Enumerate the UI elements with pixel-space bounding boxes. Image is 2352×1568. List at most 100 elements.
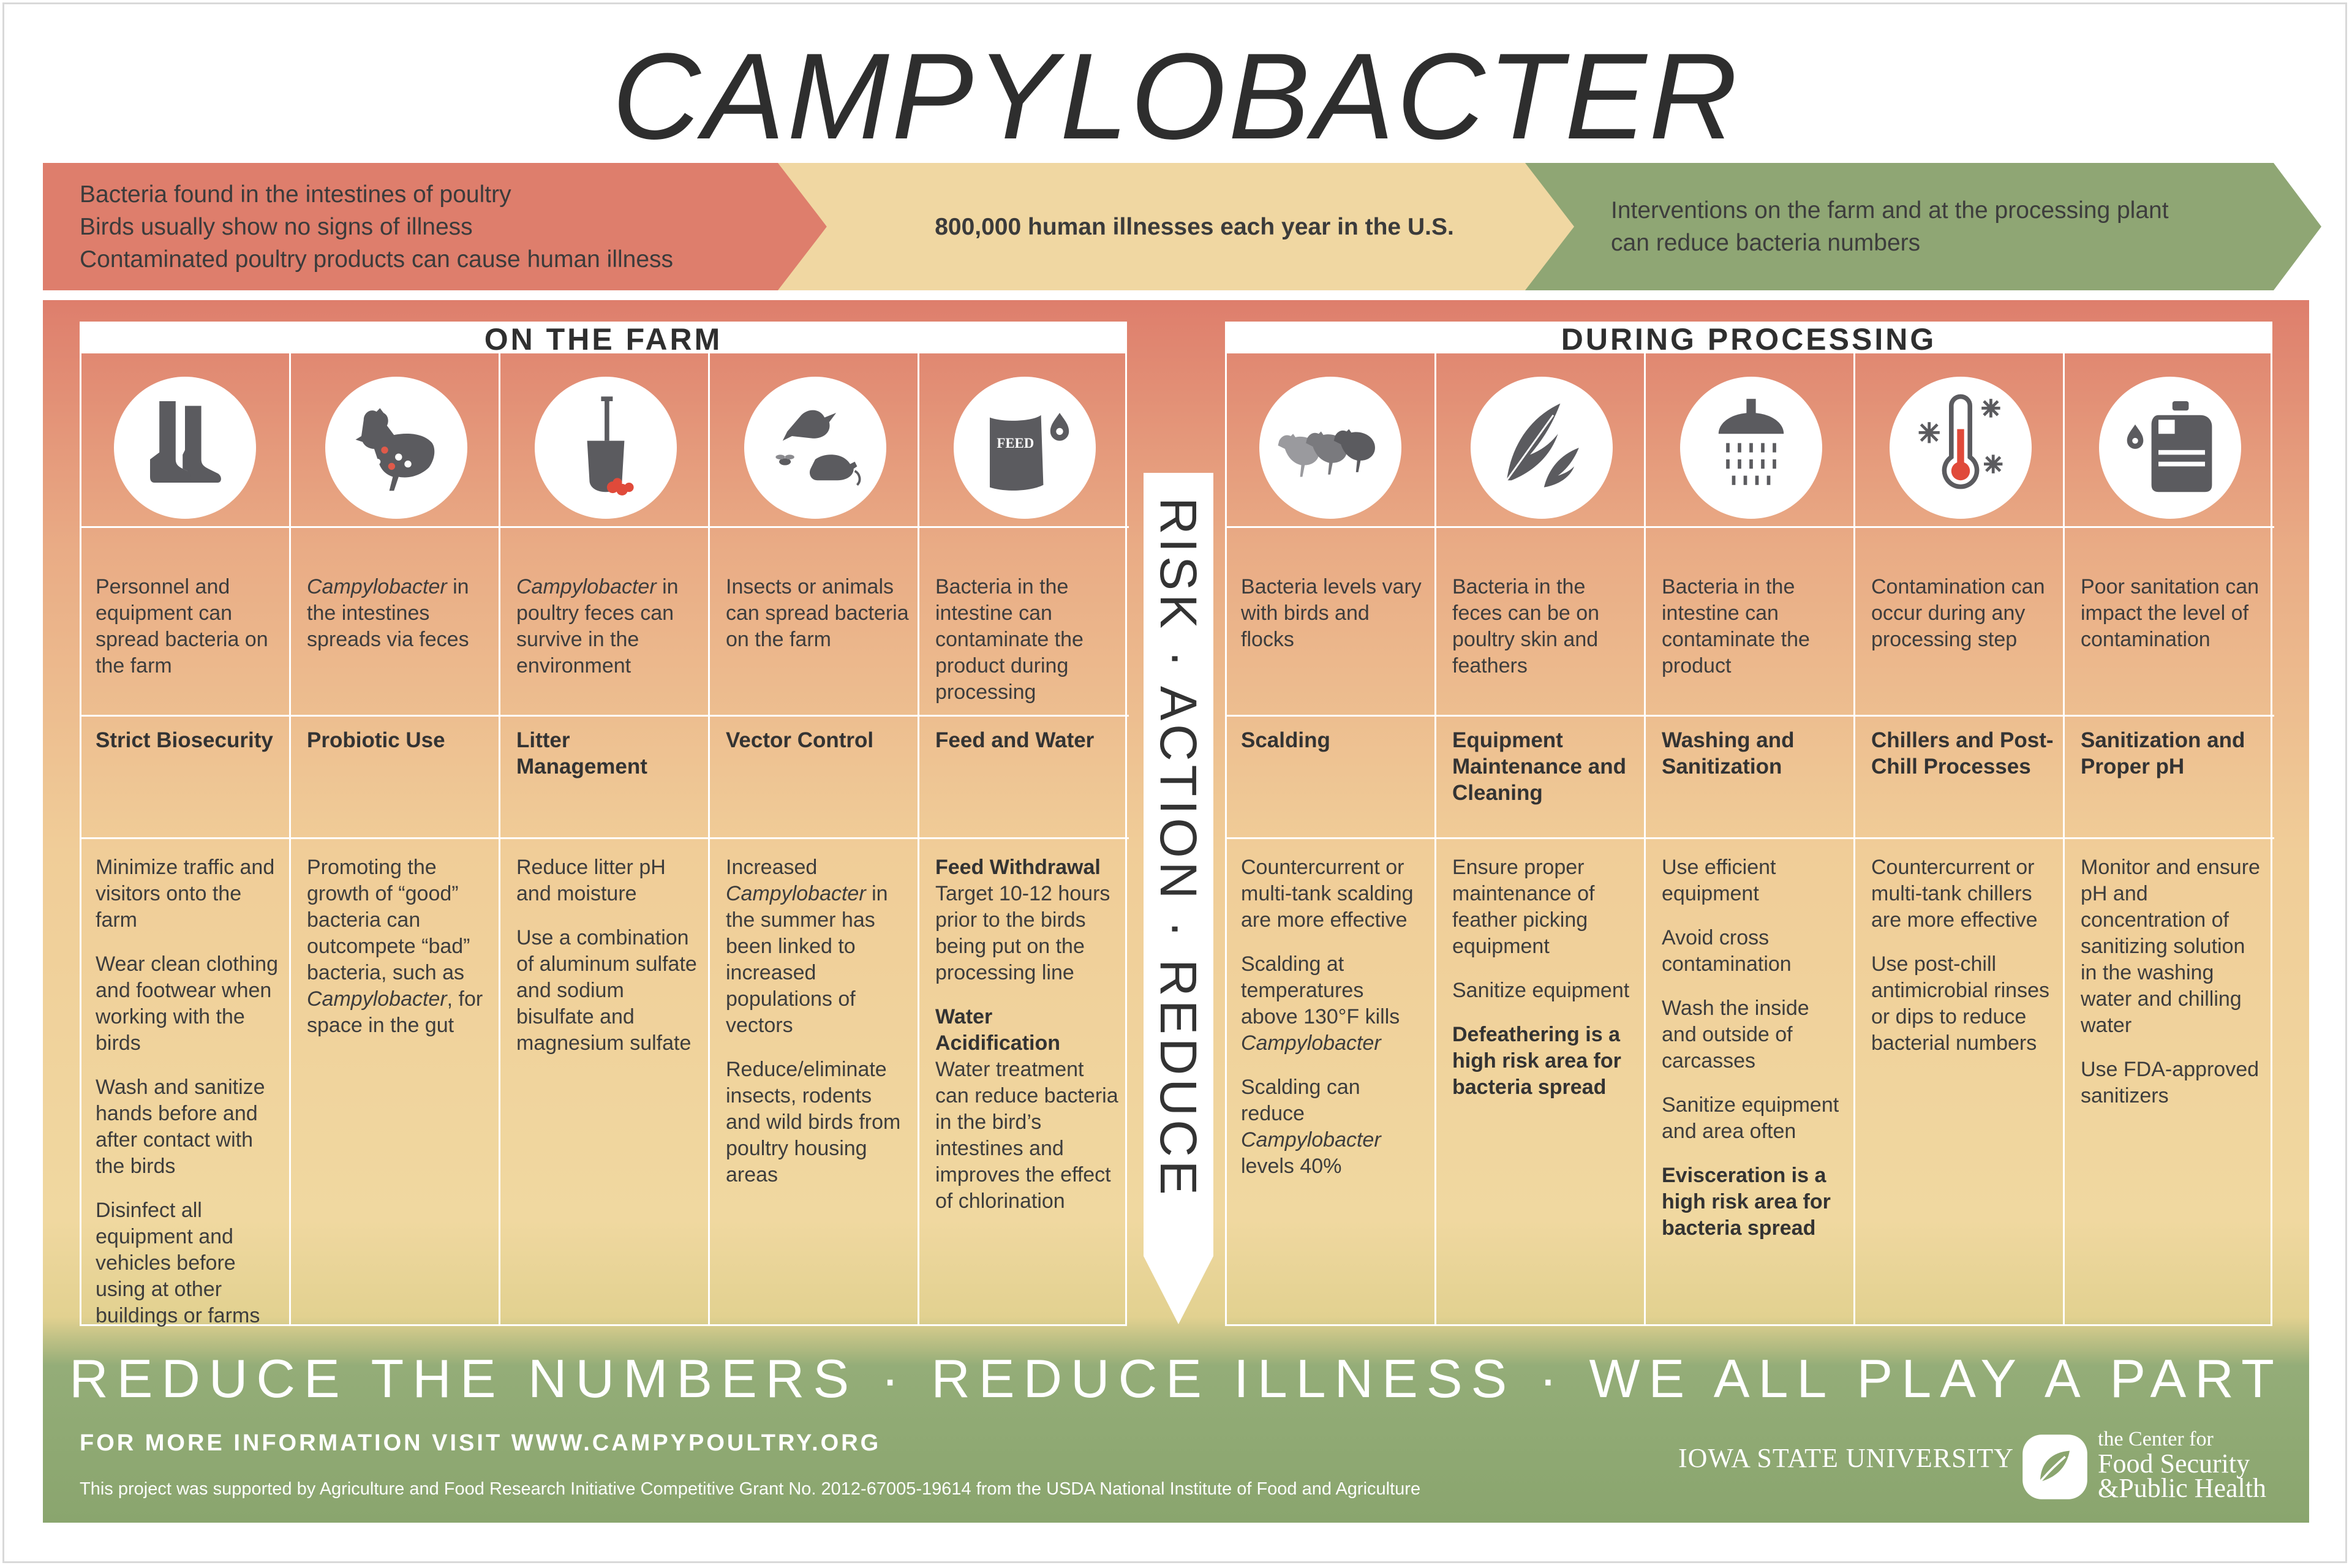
row-divider <box>2065 715 2274 717</box>
reduce-text-a: Promoting the growth of “good” bacteria … <box>307 856 470 984</box>
reduce-item: Countercurrent or multi-tank scalding ar… <box>1241 856 1414 932</box>
row-divider <box>80 715 289 717</box>
row-divider <box>500 715 710 717</box>
tagline: REDUCE THE NUMBERS · REDUCE ILLNESS · WE… <box>69 1348 2283 1409</box>
action-title: Chillers and Post-Chill Processes <box>1871 728 2054 778</box>
reduce-text: Reduce litter pH and moisture Use a comb… <box>500 837 710 1074</box>
reduce-text-b: , for space in the gut <box>307 987 483 1037</box>
reduce-item: Reduce litter pH and moisture <box>516 856 666 905</box>
risk-text: Contamination can occur during any proce… <box>1871 575 2045 651</box>
risk-text: Bacteria in the intestine can contaminat… <box>1662 575 1810 677</box>
risk-text-rest: in poultry feces can survive in the envi… <box>516 575 679 677</box>
risk-text: Poor sanitation can impact the level of … <box>2081 575 2260 651</box>
reduce-text: Feed Withdrawal Target 10-12 hours prior… <box>919 837 1129 1232</box>
action-title: Washing and Sanitization <box>1662 728 1795 778</box>
processing-section: DURING PROCESSING Bacteria levels vary w… <box>1225 322 2274 1326</box>
risk-text: Bacteria in the feces can be on poultry … <box>1452 575 1600 677</box>
action-title: Strict Biosecurity <box>96 728 273 752</box>
processing-column-washing: Bacteria in the intestine can contaminat… <box>1644 353 1855 1326</box>
reduce-item: Reduce/eliminate insects, rodents and wi… <box>726 1058 901 1186</box>
farm-section: ON THE FARM Personnel and equipment can … <box>80 322 1129 1327</box>
reduce-subhead: Feed Withdrawal <box>935 854 1119 881</box>
row-divider <box>1436 715 1646 717</box>
reduce-item: Target 10-12 hours prior to the birds be… <box>935 882 1110 984</box>
reduce-item: Defeathering is a high risk area for bac… <box>1452 1022 1636 1101</box>
reduce-text: Use efficient equipment Avoid cross cont… <box>1646 837 1855 1259</box>
row-divider <box>1646 715 1855 717</box>
reduce-item: Avoid cross contamination <box>1662 926 1792 976</box>
main-panel: ON THE FARM Personnel and equipment can … <box>43 300 2309 1523</box>
risk-text-rest: in the intestines spreads via feces <box>307 575 469 651</box>
reduce-item: Monitor and ensure pH and concentration … <box>2081 856 2260 1037</box>
sanitizer-jug-icon <box>2099 377 2241 519</box>
chicken-icon <box>325 377 467 519</box>
farm-column-probiotic: Campylobacter in the intestines spreads … <box>289 353 500 1326</box>
reduce-item: Evisceration is a high risk area for bac… <box>1662 1163 1845 1242</box>
processing-bracket <box>1225 353 2272 1326</box>
processing-column-chillers: Contamination can occur during any proce… <box>1853 353 2065 1326</box>
reduce-text-a: Scalding at temperatures above 130°F kil… <box>1241 952 1400 1028</box>
italic-term: Campylobacter <box>516 575 657 598</box>
reduce-item: Sanitize equipment and area often <box>1662 1093 1839 1143</box>
more-info-link[interactable]: FOR MORE INFORMATION VISIT WWW.CAMPYPOUL… <box>80 1430 881 1456</box>
italic-term: Campylobacter <box>307 575 447 598</box>
row-divider <box>919 715 1129 717</box>
row-divider <box>1225 526 1434 528</box>
reduce-text-a: Scalding can reduce <box>1241 1076 1360 1125</box>
row-divider <box>1225 715 1434 717</box>
italic-term: Campylobacter <box>1241 1031 1381 1055</box>
reduce-item: Disinfect all equipment and vehicles bef… <box>96 1199 260 1327</box>
banner-interventions: Interventions on the farm and at the pro… <box>1525 163 2321 290</box>
reduce-item: Use FDA-approved sanitizers <box>2081 1058 2260 1107</box>
row-divider <box>291 715 500 717</box>
row-divider <box>2065 526 2274 528</box>
row-divider <box>919 526 1129 528</box>
banner-bacteria-facts: Bacteria found in the intestines of poul… <box>43 163 827 290</box>
farm-bracket <box>80 353 1127 1326</box>
row-divider <box>2065 837 2274 839</box>
cfsph-line: Food Security <box>2098 1449 2250 1479</box>
reduce-item: Wear clean clothing and footwear when wo… <box>96 952 278 1055</box>
row-divider <box>1855 837 2065 839</box>
risk-action-reduce-label: RISK · ACTION · REDUCE <box>1150 497 1207 1199</box>
farm-column-feed-water: FEED Bacteria in the intestine can conta… <box>918 353 1129 1326</box>
reduce-text: Increased Campylobacter in the summer ha… <box>710 837 919 1206</box>
row-divider <box>500 526 710 528</box>
row-divider <box>710 526 919 528</box>
processing-column-equipment: Bacteria in the feces can be on poultry … <box>1434 353 1646 1326</box>
reduce-item: Use a combination of aluminum sulfate an… <box>516 926 697 1055</box>
italic-term: Campylobacter <box>1241 1128 1381 1152</box>
risk-text: Campylobacter in poultry feces can survi… <box>500 526 710 679</box>
reduce-text-b: in the summer has been linked to increas… <box>726 882 888 1037</box>
row-divider <box>1436 837 1646 839</box>
row-divider <box>1646 526 1855 528</box>
row-divider <box>500 837 710 839</box>
feather-icon <box>1471 377 1613 519</box>
risk-text: Bacteria in the intestine can contaminat… <box>935 575 1084 704</box>
processing-section-header: DURING PROCESSING <box>1225 322 2272 356</box>
banner-line: Birds usually show no signs of illness <box>80 213 473 240</box>
reduce-item: Wash and sanitize hands before and after… <box>96 1076 265 1178</box>
row-divider <box>1225 837 1434 839</box>
banner-line: can reduce bacteria numbers <box>1611 230 1921 256</box>
row-divider <box>710 837 919 839</box>
reduce-item: Use post-chill antimicrobial rinses or d… <box>1871 952 2049 1055</box>
feed-bag-icon: FEED <box>954 377 1096 519</box>
reduce-item: Sanitize equipment <box>1452 979 1630 1002</box>
banner-line: Contaminated poultry products can cause … <box>80 246 674 273</box>
reduce-text: Minimize traffic and visitors onto the f… <box>80 837 289 1347</box>
reduce-text: Monitor and ensure pH and concentration … <box>2065 837 2274 1127</box>
action-title: Vector Control <box>726 728 874 752</box>
processing-column-scalding: Bacteria levels vary with birds and floc… <box>1225 353 1434 1326</box>
cfsph-line: the Center for <box>2098 1428 2214 1450</box>
risk-text: Personnel and equipment can spread bacte… <box>96 575 268 677</box>
italic-term: Campylobacter <box>726 882 866 905</box>
reduce-item: Water treatment can reduce bacteria in t… <box>935 1058 1118 1213</box>
italic-term: Campylobacter <box>307 987 447 1011</box>
row-divider <box>80 526 289 528</box>
row-divider <box>710 715 919 717</box>
row-divider <box>1855 715 2065 717</box>
risk-text: Insects or animals can spread bacteria o… <box>726 575 909 651</box>
banner-illness-count: 800,000 human illnesses each year in the… <box>778 163 1574 290</box>
